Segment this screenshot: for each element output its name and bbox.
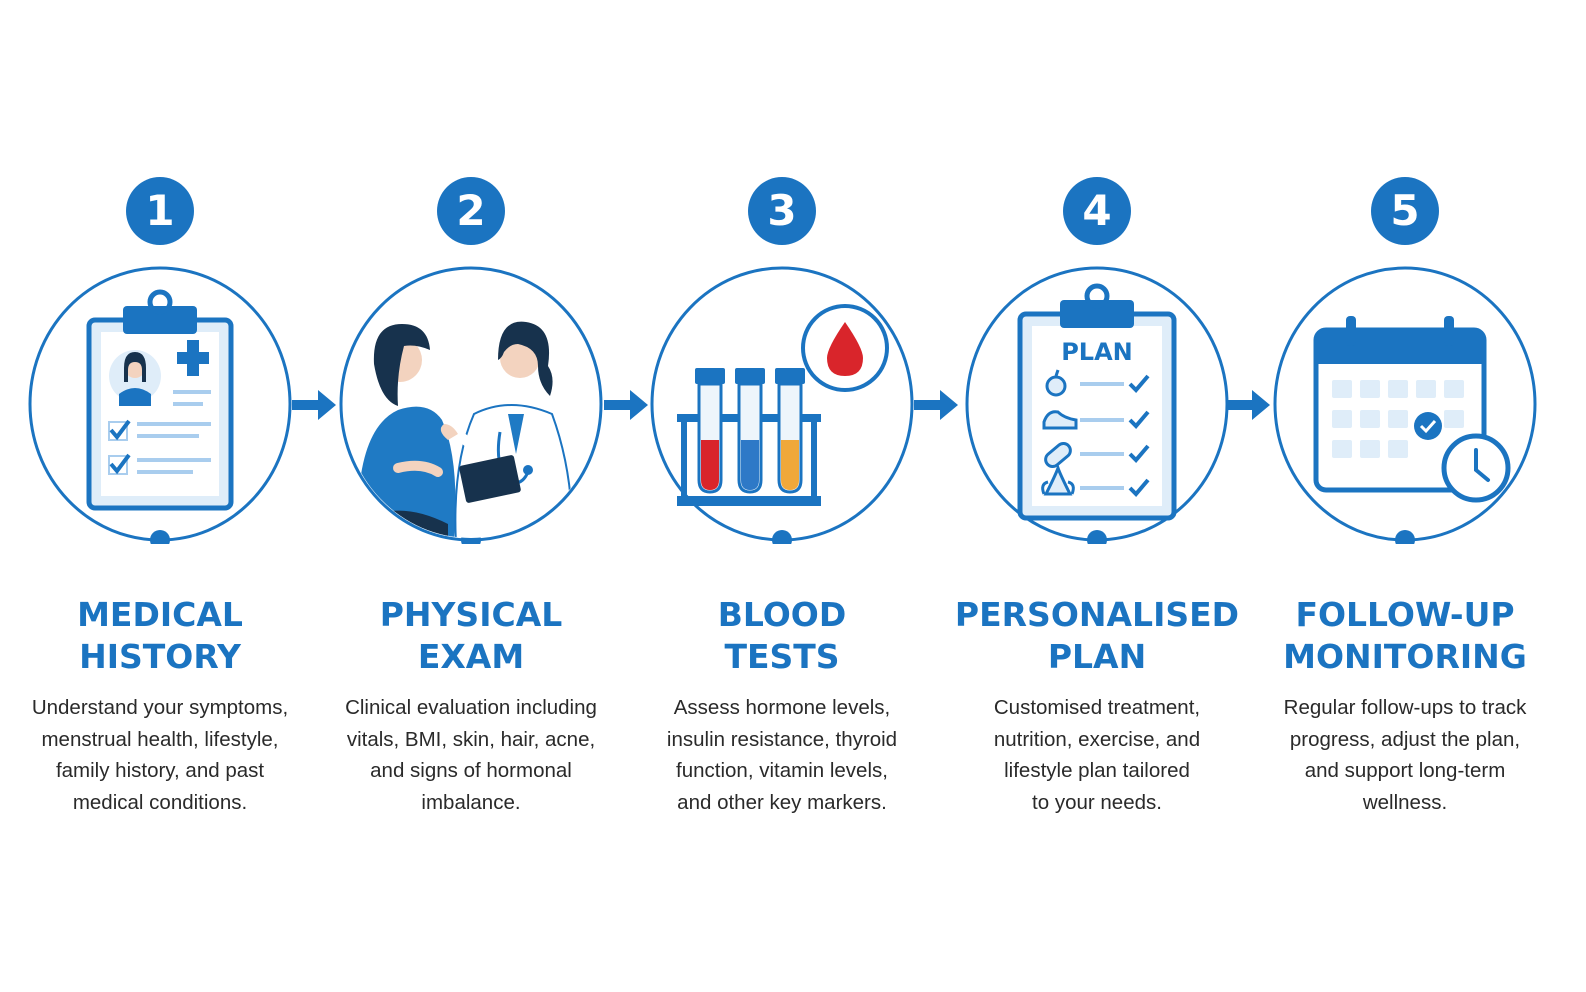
step-1: 1 MEDICAL HISTORY Un [10,0,310,992]
step-4: 4 PLAN [947,0,1247,992]
step-description: Understand your symptoms, menstrual heal… [31,696,289,814]
step-number-badge: 1 [126,177,194,245]
arrow-right-icon [1226,390,1270,420]
step-illustration [1273,266,1537,544]
step-number-badge: 2 [437,177,505,245]
step-5: 5 [1255,0,1555,992]
calendar-clock-icon [1313,316,1511,503]
plan-label: PLAN [1061,338,1133,366]
step-illustration [339,266,603,544]
step-title: PHYSICAL EXAM [379,595,563,676]
step-title: PERSONALISED PLAN [954,595,1240,676]
step-illustration [650,266,914,544]
step-title: BLOOD TESTS [717,595,847,676]
step-2: 2 PHYSICAL EXAM Clinical [321,0,621,992]
plan-clipboard-icon: PLAN [1017,283,1177,521]
arrow-right-icon [292,390,336,420]
step-number-badge: 5 [1371,177,1439,245]
arrow-right-icon [604,390,648,420]
clipboard-profile-icon [86,289,234,511]
test-tubes-icon [677,304,889,506]
step-description: Regular follow-ups to track progress, ad… [1283,696,1527,814]
step-illustration [28,266,292,544]
step-title: FOLLOW-UP MONITORING [1283,595,1527,676]
doctor-patient-icon [357,321,574,538]
step-description: Customised treatment, nutrition, exercis… [993,696,1201,814]
arrow-right-icon [914,390,958,420]
step-description: Clinical evaluation including vitals, BM… [345,696,597,814]
step-description: Assess hormone levels, insulin resistanc… [666,696,898,814]
step-number-badge: 3 [748,177,816,245]
step-number-badge: 4 [1063,177,1131,245]
step-3: 3 BLOOD TESTS [632,0,932,992]
step-title: MEDICAL HISTORY [77,595,243,676]
step-illustration: PLAN [965,266,1229,544]
